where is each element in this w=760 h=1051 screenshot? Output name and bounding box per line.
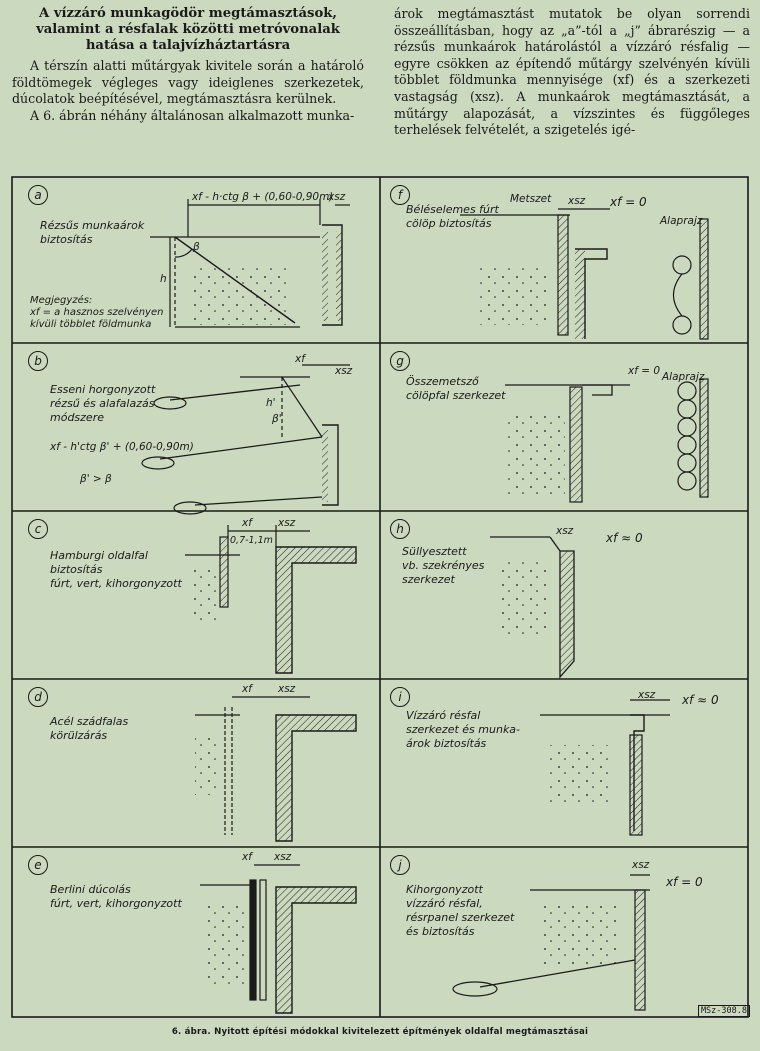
- panel-a-xsz: xsz: [328, 191, 346, 203]
- panel-d-letter: d: [28, 687, 48, 707]
- panel-e-letter: e: [28, 855, 48, 875]
- panel-b-xf: xf: [295, 353, 305, 365]
- panel-h-title: Süllyesztett vb. szekrényes szerkezet: [402, 545, 485, 586]
- paragraph-2: A 6. ábrán néhány általánosan alkalmazot…: [30, 107, 355, 123]
- panel-a-h: h: [160, 273, 167, 285]
- panel-f-drawing: [460, 208, 709, 340]
- panel-c-dim: 0,7-1,1m: [230, 535, 273, 546]
- panel-i-letter: i: [390, 687, 410, 707]
- paragraph-3: árok megtámasztást mutatok be olyan sorr…: [394, 6, 750, 138]
- panel-e-drawing: [200, 864, 357, 1014]
- panel-f-plan: Alaprajz: [660, 215, 703, 227]
- panel-h-xsz: xsz: [556, 525, 574, 537]
- panel-b-h: h': [266, 397, 276, 409]
- panel-d-title: Acél szádfalas körülzárás: [50, 715, 129, 742]
- panel-e-title: Berlini dúcolás fúrt, vert, kihorgonyzot…: [50, 883, 182, 910]
- article-right-column: árok megtámasztást mutatok be olyan sorr…: [394, 6, 750, 139]
- panel-g-xf: xf = 0: [628, 365, 661, 377]
- panel-c-title: Hamburgi oldalfal biztosítás fúrt, vert,…: [50, 549, 182, 590]
- title-line-1: A vízzáró munkagödör megtámasztások,: [39, 6, 337, 21]
- panel-b-beta: β': [272, 413, 282, 425]
- panel-j-xsz: xsz: [632, 859, 650, 871]
- figure-6: a b c d e f g h i j Rézsűs munkaárok biz…: [10, 175, 752, 1020]
- panel-c-drawing: [185, 525, 357, 674]
- panel-g-letter: g: [390, 351, 410, 371]
- panel-a-formula: xf - h·ctg β + (0,60-0,90m): [192, 191, 334, 203]
- panel-g-plan: Alaprajz: [662, 371, 705, 383]
- figure-caption: 6. ábra. Nyitott építési módokkal kivite…: [171, 1027, 589, 1037]
- panel-j-drawing: [452, 874, 650, 1011]
- panel-h-letter: h: [390, 519, 410, 539]
- panel-b-drawing: [141, 364, 350, 515]
- panel-f-section: Metszet: [510, 193, 552, 205]
- panel-h-xf: xf ≈ 0: [606, 531, 643, 545]
- panel-c-xf: xf: [242, 517, 252, 529]
- panel-h-drawing: [490, 536, 575, 679]
- panel-i-drawing: [540, 699, 670, 836]
- panel-b-letter: b: [28, 351, 48, 371]
- panel-j-title: Kihorgonyzott vízzáró résfal, résrpanel …: [406, 883, 515, 938]
- panel-f-xsz: xsz: [568, 195, 586, 207]
- panel-a-drawing: [150, 199, 350, 328]
- panel-f-title: Béléselemes fúrt cölöp biztosítás: [406, 203, 499, 230]
- panel-g-drawing: [505, 378, 709, 503]
- panel-a-title: Rézsűs munkaárok biztosítás: [40, 219, 145, 246]
- title-line-2: valamint a résfalak közötti metróvonalak: [36, 22, 340, 37]
- panel-c-letter: c: [28, 519, 48, 539]
- panel-a-note: Megjegyzés: xf = a hasznos szelvényen kí…: [30, 295, 164, 330]
- panel-b-title: Esseni horgonyzott rézsű és alafalazás m…: [50, 383, 156, 424]
- panel-a-beta: β: [193, 241, 200, 253]
- panel-g-title: Összemetsző cölöpfal szerkezet: [406, 375, 506, 402]
- panel-f-xf: xf = 0: [610, 195, 647, 209]
- figure-drawing: [11, 176, 749, 1018]
- panel-i-xf: xf ≈ 0: [682, 693, 719, 707]
- paragraph-1: A térszín alatti műtárgyak kivitele sorá…: [12, 58, 364, 107]
- panel-e-xsz: xsz: [274, 851, 292, 863]
- panel-i-xsz: xsz: [638, 689, 656, 701]
- article-title: A vízzáró munkagödör megtámasztások, val…: [12, 6, 364, 54]
- panel-f-letter: f: [390, 185, 410, 205]
- panel-b-relation: β' > β: [80, 473, 112, 485]
- article-left-column: A vízzáró munkagödör megtámasztások, val…: [12, 0, 364, 124]
- panel-d-drawing: [195, 696, 357, 842]
- panel-b-xsz: xsz: [335, 365, 353, 377]
- panel-d-xf: xf: [242, 683, 252, 695]
- panel-c-xsz: xsz: [278, 517, 296, 529]
- panel-j-letter: j: [390, 855, 410, 875]
- panel-a-letter: a: [28, 185, 48, 205]
- panel-d-xsz: xsz: [278, 683, 296, 695]
- figure-grid: [11, 176, 749, 1018]
- panel-i-title: Vízzáró résfal szerkezet és munka- árok …: [406, 709, 521, 750]
- panel-b-formula: xf - h'ctg β' + (0,60-0,90m): [50, 441, 194, 453]
- standard-stamp: MSz-308.8: [697, 1005, 750, 1017]
- title-line-3: hatása a talajvízháztartásra: [85, 38, 291, 53]
- panel-j-xf: xf = 0: [666, 875, 703, 889]
- panel-e-xf: xf: [242, 851, 252, 863]
